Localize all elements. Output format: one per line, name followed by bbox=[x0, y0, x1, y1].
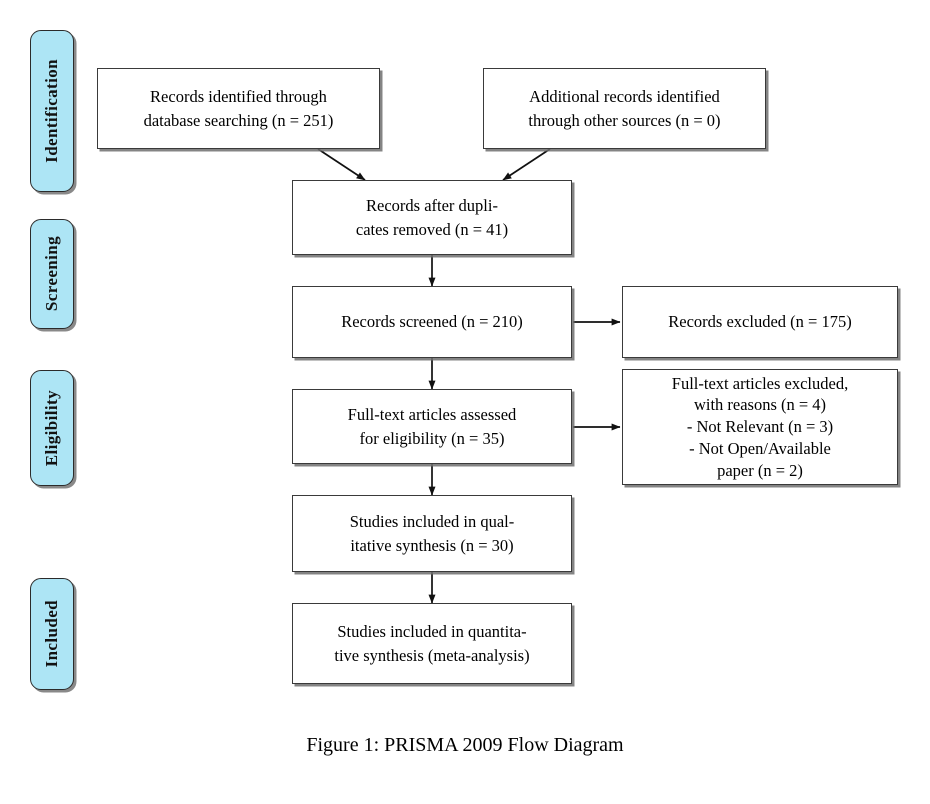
box-fulltext-articles-assessed-text: Full-text articles assessed for eligibil… bbox=[347, 405, 517, 448]
box-studies-quantitative-synthesis-text: Studies included in quantita- tive synth… bbox=[334, 622, 530, 665]
box-studies-qualitative-synthesis-text: Studies included in qual- itative synthe… bbox=[349, 512, 515, 555]
box-records-after-duplicates-removed: Records after dupli- cates removed (n = … bbox=[292, 180, 572, 255]
box-records-identified-database-text: Records identified through database sear… bbox=[143, 87, 334, 130]
box-records-identified-database: Records identified through database sear… bbox=[97, 68, 380, 149]
stage-label-screening: Screening bbox=[42, 236, 61, 312]
box-records-excluded-text: Records excluded (n = 175) bbox=[668, 312, 852, 332]
box-records-screened-text: Records screened (n = 210) bbox=[341, 312, 523, 332]
box-additional-records-other-sources-text: Additional records identified through ot… bbox=[528, 87, 721, 130]
stage-badge-eligibility: Eligibility bbox=[30, 370, 74, 486]
stage-badge-included: Included bbox=[30, 578, 74, 690]
box-records-excluded: Records excluded (n = 175) bbox=[622, 286, 898, 358]
box-fulltext-articles-assessed: Full-text articles assessed for eligibil… bbox=[292, 389, 572, 464]
box-studies-qualitative-synthesis: Studies included in qual- itative synthe… bbox=[292, 495, 572, 572]
box-records-screened: Records screened (n = 210) bbox=[292, 286, 572, 358]
box-fulltext-articles-excluded: Full-text articles excluded, with reason… bbox=[622, 369, 898, 485]
arrow-other-sources-to-duplicates bbox=[502, 148, 551, 181]
arrow-database-to-duplicates bbox=[317, 148, 366, 181]
figure-caption: Figure 1: PRISMA 2009 Flow Diagram bbox=[306, 734, 624, 756]
stage-badge-identification: Identification bbox=[30, 30, 74, 192]
box-additional-records-other-sources: Additional records identified through ot… bbox=[483, 68, 766, 149]
stage-badge-screening: Screening bbox=[30, 219, 74, 329]
stage-label-included: Included bbox=[42, 600, 61, 668]
stage-label-identification: Identification bbox=[42, 59, 61, 163]
box-studies-quantitative-synthesis: Studies included in quantita- tive synth… bbox=[292, 603, 572, 684]
stage-label-eligibility: Eligibility bbox=[42, 389, 61, 467]
box-records-after-duplicates-removed-text: Records after dupli- cates removed (n = … bbox=[355, 196, 509, 239]
box-fulltext-articles-excluded-text: Full-text articles excluded, with reason… bbox=[671, 373, 849, 480]
